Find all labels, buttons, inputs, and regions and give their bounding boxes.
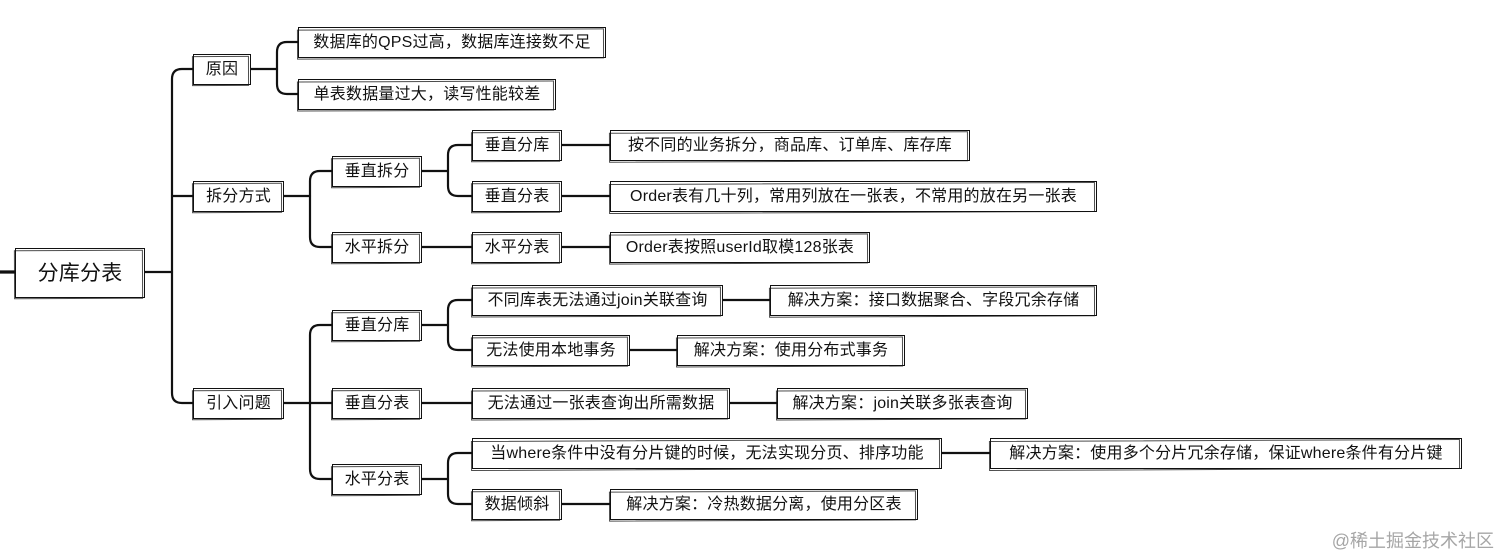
connector-trunk — [170, 67, 195, 405]
solution-single-table-query: 解决方案：join关联多张表查询 — [777, 388, 1028, 419]
node-split-methods: 拆分方式 — [193, 181, 284, 212]
issue-data-skew: 数据倾斜 — [472, 489, 562, 520]
detail-vertical-db-split: 按不同的业务拆分，商品库、订单库、库存库 — [610, 130, 970, 161]
connector-problem-horizontal-table-branch — [446, 451, 474, 506]
solution-data-skew: 解决方案：冷热数据分离，使用分区表 — [610, 489, 918, 520]
node-vertical-db-split: 垂直分库 — [472, 130, 562, 161]
connector-problem-vertical-db-branch — [446, 298, 474, 352]
issue-cross-db-join: 不同库表无法通过join关联查询 — [472, 285, 723, 316]
watermark-text: @稀土掘金技术社区 — [1331, 531, 1494, 551]
node-reasons: 原因 — [193, 54, 251, 85]
connector-split-methods-branch — [308, 169, 334, 249]
connector-reasons-branch — [275, 40, 300, 96]
detail-horizontal-table-split: Order表按照userId取模128张表 — [610, 232, 870, 263]
solution-cross-db-join: 解决方案：接口数据聚合、字段冗余存储 — [770, 285, 1097, 316]
connector-vertical-split-branch — [446, 143, 474, 198]
issue-local-transaction: 无法使用本地事务 — [472, 335, 630, 366]
solution-no-shard-key: 解决方案：使用多个分片冗余存储，保证where条件有分片键 — [990, 438, 1462, 469]
node-horizontal-split: 水平拆分 — [332, 232, 422, 263]
detail-vertical-table-split: Order表有几十列，常用列放在一张表，不常用的放在另一张表 — [610, 181, 1097, 212]
issue-no-shard-key: 当where条件中没有分片键的时候，无法实现分页、排序功能 — [472, 438, 942, 469]
solution-local-transaction: 解决方案：使用分布式事务 — [677, 335, 905, 366]
problem-horizontal-table-split: 水平分表 — [332, 464, 422, 495]
reason-qps-too-high: 数据库的QPS过高，数据库连接数不足 — [298, 27, 606, 58]
node-vertical-table-split: 垂直分表 — [472, 181, 562, 212]
node-horizontal-table-split: 水平分表 — [472, 232, 562, 263]
problem-vertical-table-split: 垂直分表 — [332, 388, 422, 419]
node-introduced-problems: 引入问题 — [193, 388, 284, 419]
reason-single-table-too-large: 单表数据量过大，读写性能较差 — [298, 79, 556, 110]
mindmap-root-node: 分库分表 — [15, 248, 145, 298]
node-vertical-split: 垂直拆分 — [332, 156, 422, 187]
problem-vertical-db-split: 垂直分库 — [332, 310, 422, 341]
issue-single-table-query: 无法通过一张表查询出所需数据 — [472, 388, 730, 419]
